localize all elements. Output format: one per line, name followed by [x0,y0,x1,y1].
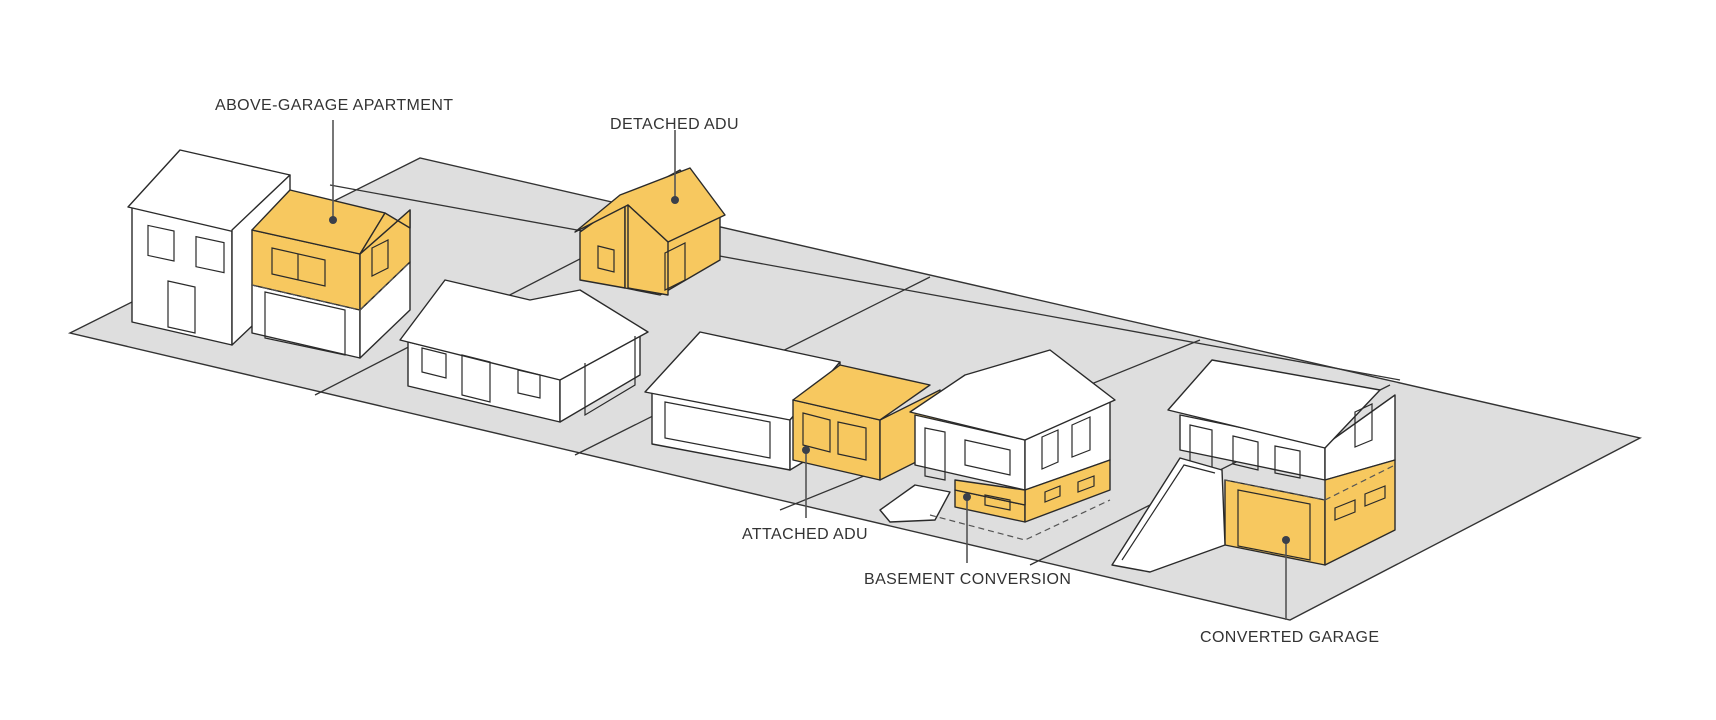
house-basement-conversion [879,349,1116,541]
callout-attached-adu [802,446,810,518]
label-detached-adu: DETACHED ADU [610,116,739,133]
lot-divider [329,184,1401,381]
house-attached-adu [644,331,941,481]
house-plain [399,279,649,423]
callout-detached-adu [671,130,679,204]
house-converted-garage [1111,359,1396,573]
callout-basement-conversion [963,493,971,563]
callout-above-garage-apartment [329,120,337,224]
house-above-garage [127,149,411,359]
label-attached-adu: ATTACHED ADU [742,526,868,543]
label-converted-garage: CONVERTED GARAGE [1200,629,1380,646]
house-detached-adu [574,167,726,296]
callout-converted-garage [1282,536,1290,620]
label-above-garage-apartment: ABOVE-GARAGE APARTMENT [215,97,454,114]
label-basement-conversion: BASEMENT CONVERSION [864,571,1072,588]
